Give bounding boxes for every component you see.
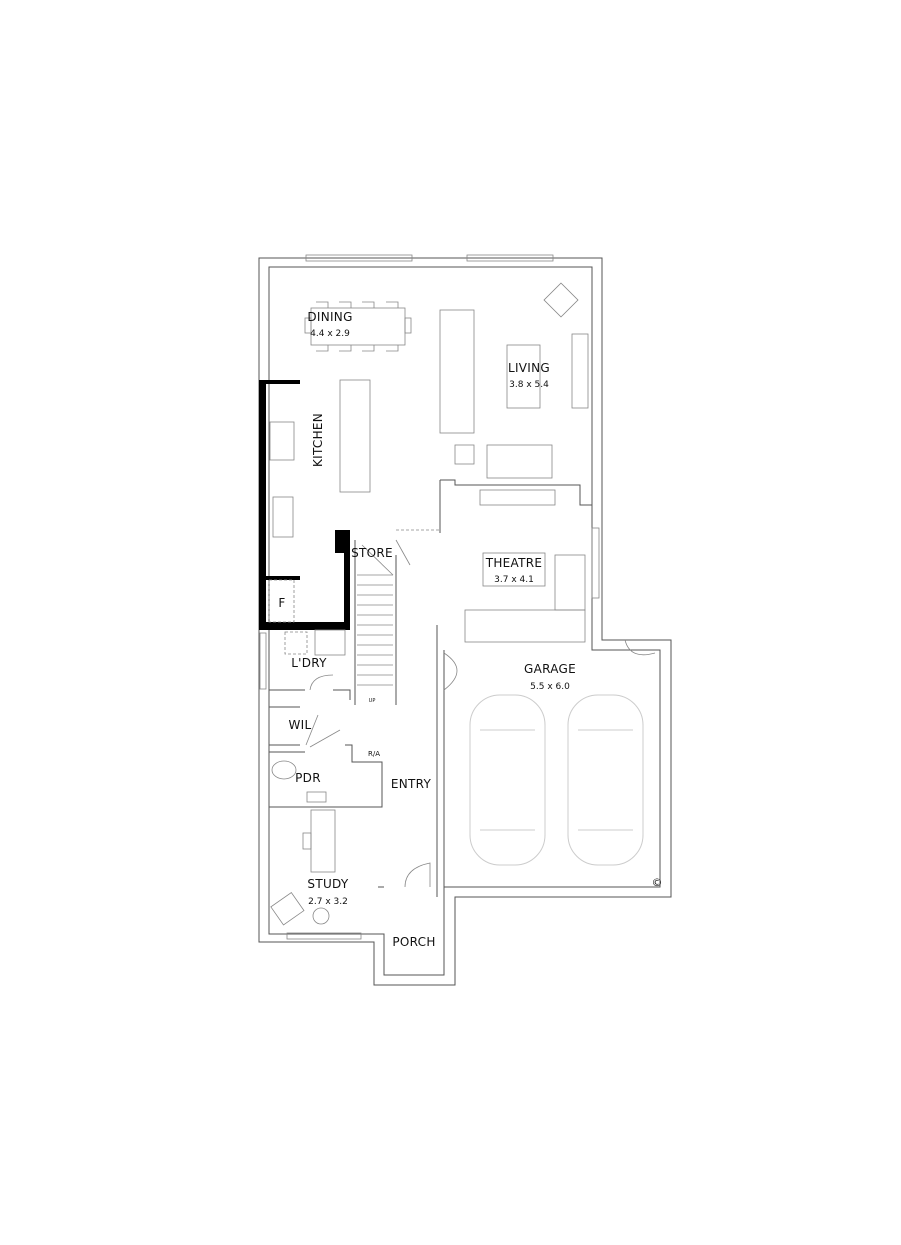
- copyright-mark: ©: [652, 876, 663, 889]
- room-size-study: 2.7 x 3.2: [308, 897, 348, 907]
- kitchen-walls: [259, 380, 350, 630]
- room-label-entry: ENTRY: [391, 777, 432, 791]
- room-label-study: STUDY: [307, 877, 349, 891]
- room-label-dining: DINING: [307, 310, 352, 324]
- theatre-label-box: [482, 552, 546, 587]
- car-icon: [567, 694, 644, 866]
- windows: [259, 254, 600, 940]
- room-label-porch: PORCH: [392, 935, 435, 949]
- cooktop-icon: [269, 421, 295, 461]
- room-size-dining: 4.4 x 2.9: [310, 329, 350, 339]
- room-label-fridge: F: [278, 596, 285, 610]
- room-label-garage: GARAGE: [524, 662, 576, 676]
- toilet-icon: [271, 760, 297, 780]
- fridge-space: [268, 579, 295, 623]
- laundry-tub: [314, 629, 346, 656]
- sink-icon: [272, 496, 294, 538]
- room-size-theatre: 3.7 x 4.1: [494, 575, 534, 585]
- staircase: [357, 544, 394, 686]
- room-label-store: STORE: [351, 546, 393, 560]
- room-label-laundry: L'DRY: [291, 656, 327, 670]
- furniture: [268, 282, 589, 926]
- room-label-kitchen: KITCHEN: [311, 413, 325, 467]
- kitchen-island: [339, 379, 371, 493]
- room-label-wil: WIL: [289, 718, 312, 732]
- stairs-up-label: UP: [369, 698, 376, 704]
- cars: [469, 694, 644, 866]
- doors: [305, 539, 656, 888]
- room-size-garage: 5.5 x 6.0: [530, 682, 570, 692]
- desk: [310, 809, 336, 873]
- room-label-theatre: THEATRE: [485, 556, 543, 570]
- room-label-living: LIVING: [508, 361, 550, 375]
- room-label-pdr: PDR: [295, 771, 321, 785]
- room-size-living: 3.8 x 5.4: [509, 380, 549, 390]
- car-icon: [469, 694, 546, 866]
- return-air-label: R/A: [368, 750, 380, 758]
- sofa: [439, 309, 475, 434]
- interior-walls: [269, 479, 592, 888]
